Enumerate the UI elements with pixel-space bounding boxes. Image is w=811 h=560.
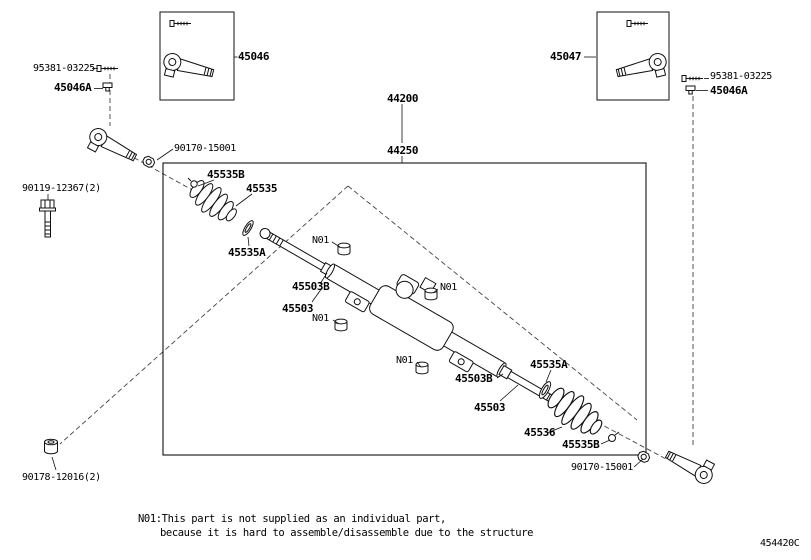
nut-left-drawing <box>141 154 157 170</box>
label-rack-end-right: 45503 <box>474 401 506 414</box>
label-n01-3: N01 <box>312 313 329 324</box>
clamp-left-drawing <box>187 177 198 188</box>
leader-lines <box>47 56 709 471</box>
tie-rod-end-right-drawing <box>662 441 719 487</box>
rack-assy-boundary-box <box>162 162 647 456</box>
cap-nut-drawing <box>44 438 58 455</box>
label-n01-1: N01 <box>312 235 329 246</box>
label-grommet-left: 45535A <box>228 246 266 259</box>
steering-rack-drawing <box>259 228 567 410</box>
label-screw-left: 95381-03225 <box>33 63 95 74</box>
label-rack-assy: 44250 <box>387 144 419 157</box>
label-nut-left: 90170-15001 <box>174 143 236 154</box>
label-grease-left: 45046A <box>54 81 92 94</box>
footnote-line-2: because it is hard to assemble/disassemb… <box>160 527 534 539</box>
label-nut-lower: 90178-12016(2) <box>22 472 101 483</box>
label-rack-end-lock-right: 45503B <box>455 372 493 385</box>
label-rack-end-lock-left: 45503B <box>292 280 330 293</box>
label-clamp-right: 45535B <box>562 438 600 451</box>
label-boot-right: 45536 <box>524 426 556 439</box>
grease-fitting-right-icon <box>685 85 696 95</box>
label-screw-right: 95381-03225 <box>710 71 772 82</box>
n01-part-1 <box>337 242 351 256</box>
label-grommet-right: 45535A <box>530 358 568 371</box>
label-boot-left: 45535 <box>246 182 278 195</box>
label-grease-right: 45046A <box>710 84 748 97</box>
callout-box-left <box>159 11 235 101</box>
label-bolt: 90119-12367(2) <box>22 183 101 194</box>
label-steering-gear-assy: 44200 <box>387 92 419 105</box>
n01-part-2 <box>424 287 438 301</box>
tie-rod-end-left-drawing <box>83 125 140 171</box>
label-tie-rod-end-right: 45047 <box>550 50 582 63</box>
label-tie-rod-end-left: 45046 <box>238 50 270 63</box>
clamp-right-drawing <box>608 431 620 442</box>
diagram-code: 454420C <box>760 538 800 549</box>
footnote-line-1: N01:This part is not supplied as an indi… <box>138 513 446 525</box>
screw-left-icon <box>96 65 119 72</box>
label-rack-end-left: 45503 <box>282 302 314 315</box>
bolt-drawing <box>39 199 56 238</box>
nut-right-drawing <box>636 449 652 465</box>
label-clamp-left: 45535B <box>207 168 245 181</box>
grommet-right-drawing <box>538 381 552 399</box>
label-nut-right: 90170-15001 <box>571 462 633 473</box>
n01-part-4 <box>415 361 429 375</box>
construction-lines <box>59 74 694 461</box>
label-n01-4: N01 <box>396 355 413 366</box>
n01-part-3 <box>334 318 348 332</box>
grease-fitting-left-icon <box>102 82 113 92</box>
label-n01-2: N01 <box>440 282 457 293</box>
grommet-left-drawing <box>242 220 254 236</box>
callout-box-right <box>596 11 670 101</box>
screw-right-icon <box>681 75 704 82</box>
